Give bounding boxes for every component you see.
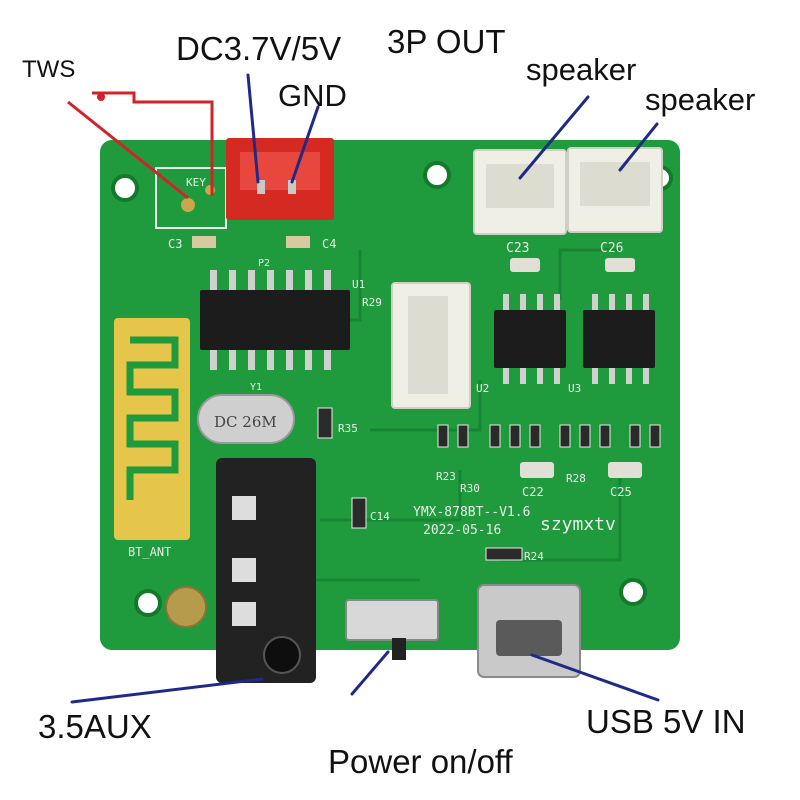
silk-c3: C3 (168, 237, 182, 251)
cap-c22 (520, 462, 554, 478)
cap-c14 (351, 497, 367, 529)
silk-r23: R23 (436, 470, 456, 483)
silk-c14: C14 (370, 510, 390, 523)
label-gnd: GND (278, 78, 347, 113)
silk-y1: Y1 (250, 382, 262, 393)
aux-jack-socket (263, 636, 301, 674)
silk-u1: U1 (352, 278, 365, 291)
pointer-line-aux (70, 677, 264, 704)
chip-u3 (583, 310, 655, 368)
label-tws: TWS (22, 56, 76, 83)
silk-key: KEY (186, 176, 206, 189)
cap-c4 (286, 236, 310, 248)
power-connector-inner (240, 152, 320, 190)
chip-u1 (200, 290, 350, 350)
silk-u3: U3 (568, 382, 581, 395)
aux-jack-pin-1 (232, 496, 256, 520)
label-power-on-off: Power on/off (328, 743, 513, 780)
key-pad-1 (181, 198, 195, 212)
silk-p2: P2 (258, 258, 270, 269)
cap-c23 (510, 258, 540, 272)
pointer-line-speaker-right (618, 122, 659, 172)
mount-hole-bottom-right (619, 578, 647, 606)
silk-c26: C26 (600, 241, 623, 256)
tws-pointer-line-2 (67, 100, 189, 200)
aux-jack-pin-2 (232, 558, 256, 582)
bt-antenna (114, 318, 190, 540)
bt-antenna-trace (126, 336, 179, 500)
chip-u2 (494, 310, 566, 368)
label-speaker-left: speaker (526, 52, 637, 87)
aux-jack-pin-3 (232, 602, 256, 626)
silk-r30: R30 (460, 482, 480, 495)
speaker-connector-left-slot (486, 164, 554, 208)
mount-hole-top-left (111, 174, 139, 202)
chip-u2-u3-pins (503, 294, 649, 384)
silk-brand: szymxtv (540, 514, 616, 535)
pointer-lines (70, 73, 660, 704)
usb-port-opening (496, 620, 562, 656)
pointer-line-speaker-left (518, 95, 590, 180)
power-switch-knob (392, 638, 406, 660)
tws-pointer-line-1 (92, 91, 214, 196)
silk-c4: C4 (322, 237, 336, 251)
silk-c22: C22 (522, 485, 544, 499)
smd-component-row (437, 424, 661, 448)
power-switch (345, 599, 439, 641)
pointer-line-dc (246, 73, 260, 184)
speaker-connector-right-slot (580, 162, 650, 206)
label-usb-5v-in: USB 5V IN (586, 703, 746, 740)
resistor-r24 (485, 547, 523, 561)
silk-crystal: DC 26M (214, 413, 277, 431)
silk-date: 2022-05-16 (423, 523, 501, 538)
tws-pointer-dot (97, 93, 105, 101)
label-3p-out: 3P OUT (387, 23, 506, 60)
silk-c23: C23 (506, 241, 529, 256)
power-pin-vcc (257, 180, 265, 194)
pointer-line-gnd (290, 105, 320, 184)
crystal-oscillator (197, 394, 295, 444)
pointer-line-power (350, 650, 390, 696)
silk-r28: R28 (566, 472, 586, 485)
mount-hole-bottom-left (134, 589, 162, 617)
silk-u2: U2 (476, 382, 489, 395)
silk-r24: R24 (524, 550, 544, 563)
silk-r35: R35 (338, 422, 358, 435)
label-speaker-right: speaker (645, 82, 756, 117)
microphone (165, 586, 207, 628)
cap-c26 (605, 258, 635, 272)
chip-u1-pins (210, 270, 331, 370)
cap-c3 (192, 236, 216, 248)
aux-out-connector-slot (408, 296, 448, 394)
cap-c25 (608, 462, 642, 478)
silk-c25: C25 (610, 485, 632, 499)
power-pin-gnd (288, 180, 296, 194)
label-dc-voltage: DC3.7V/5V (176, 30, 342, 67)
resistor-r35 (317, 407, 333, 439)
pointer-line-usb (530, 653, 660, 702)
silk-r29: R29 (362, 296, 382, 309)
silk-version: YMX-878BT--V1.6 (413, 505, 530, 520)
label-3-5-aux: 3.5AUX (38, 708, 152, 745)
mount-hole-top-middle (423, 161, 451, 189)
silk-bt-ant: BT_ANT (128, 545, 171, 559)
